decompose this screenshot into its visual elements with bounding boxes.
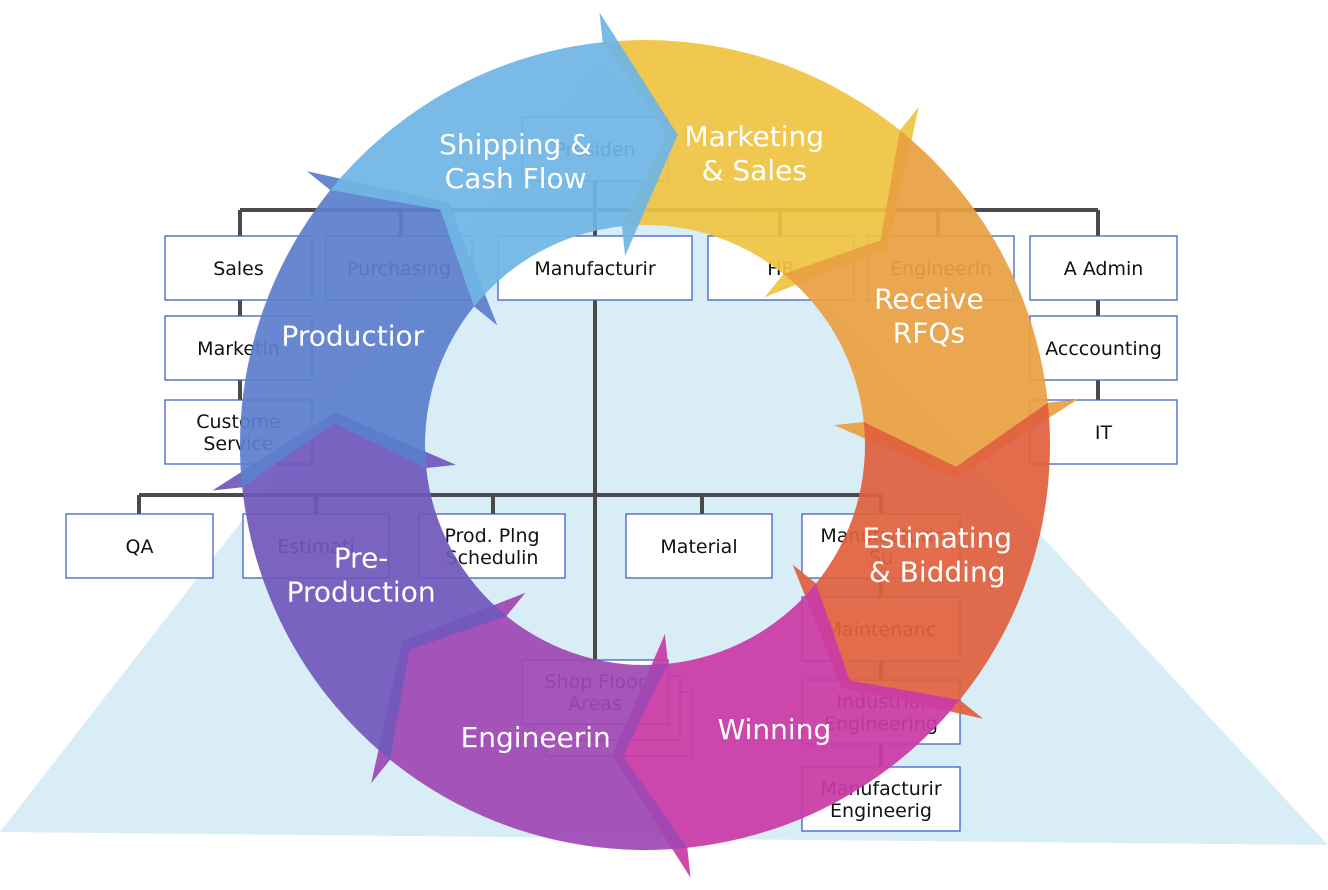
box-label: Material [660,536,737,558]
box-label: Prod. Plng [444,525,539,547]
org-box-accounting[interactable]: Acccounting [1029,315,1178,381]
cycle-label-marketing-sales: & Sales [702,154,807,187]
box-frame [625,513,773,579]
box-frame [65,513,214,579]
cycle-label-winning: Winning [718,713,832,746]
org-box-material[interactable]: Material [625,513,773,579]
cycle-label-pre-production: Pre- [334,541,389,574]
org-box-admin[interactable]: A Admin [1029,235,1178,301]
box-label: Acccounting [1045,338,1162,360]
box-label: IT [1095,422,1113,444]
org-box-qa[interactable]: QA [65,513,214,579]
cycle-label-production: Productior [281,320,424,353]
cycle-arrow-marketing-sales [602,39,919,298]
box-label: A Admin [1064,258,1144,280]
box-label: Schedulin [446,547,539,569]
box-frame [1029,235,1178,301]
box-label: Sales [213,258,264,280]
box-label: Engineerig [830,800,932,822]
cycle-label-shipping-cash-flow: Cash Flow [445,162,587,195]
cycle-label-engineering: Engineerin [461,721,611,754]
cycle-arrow-shipping-cash-flow [330,12,678,307]
cycle-label-marketing-sales: Marketing [685,120,825,153]
box-frame [1029,315,1178,381]
box-label: QA [126,536,154,558]
cycle-label-estimating-bidding: & Bidding [869,555,1006,588]
cycle-arrow-production [239,171,498,488]
cycle-label-receive-rfqs: Receive [874,283,984,316]
cycle-arrow-pre-production [212,412,507,760]
cycle-label-shipping-cash-flow: Shipping & [439,128,592,161]
cycle-arrow-engineering [371,592,688,851]
cycle-label-pre-production: Production [287,575,436,608]
cycle-arrow-receive-rfqs [783,130,1078,478]
box-label: Manufacturir [534,258,655,280]
cycle-label-receive-rfqs: RFQs [893,317,965,350]
cycle-arrow-winning [612,583,960,878]
cycle-arrow-estimating-bidding [792,402,1051,719]
cycle-label-estimating-bidding: Estimating [862,521,1012,554]
